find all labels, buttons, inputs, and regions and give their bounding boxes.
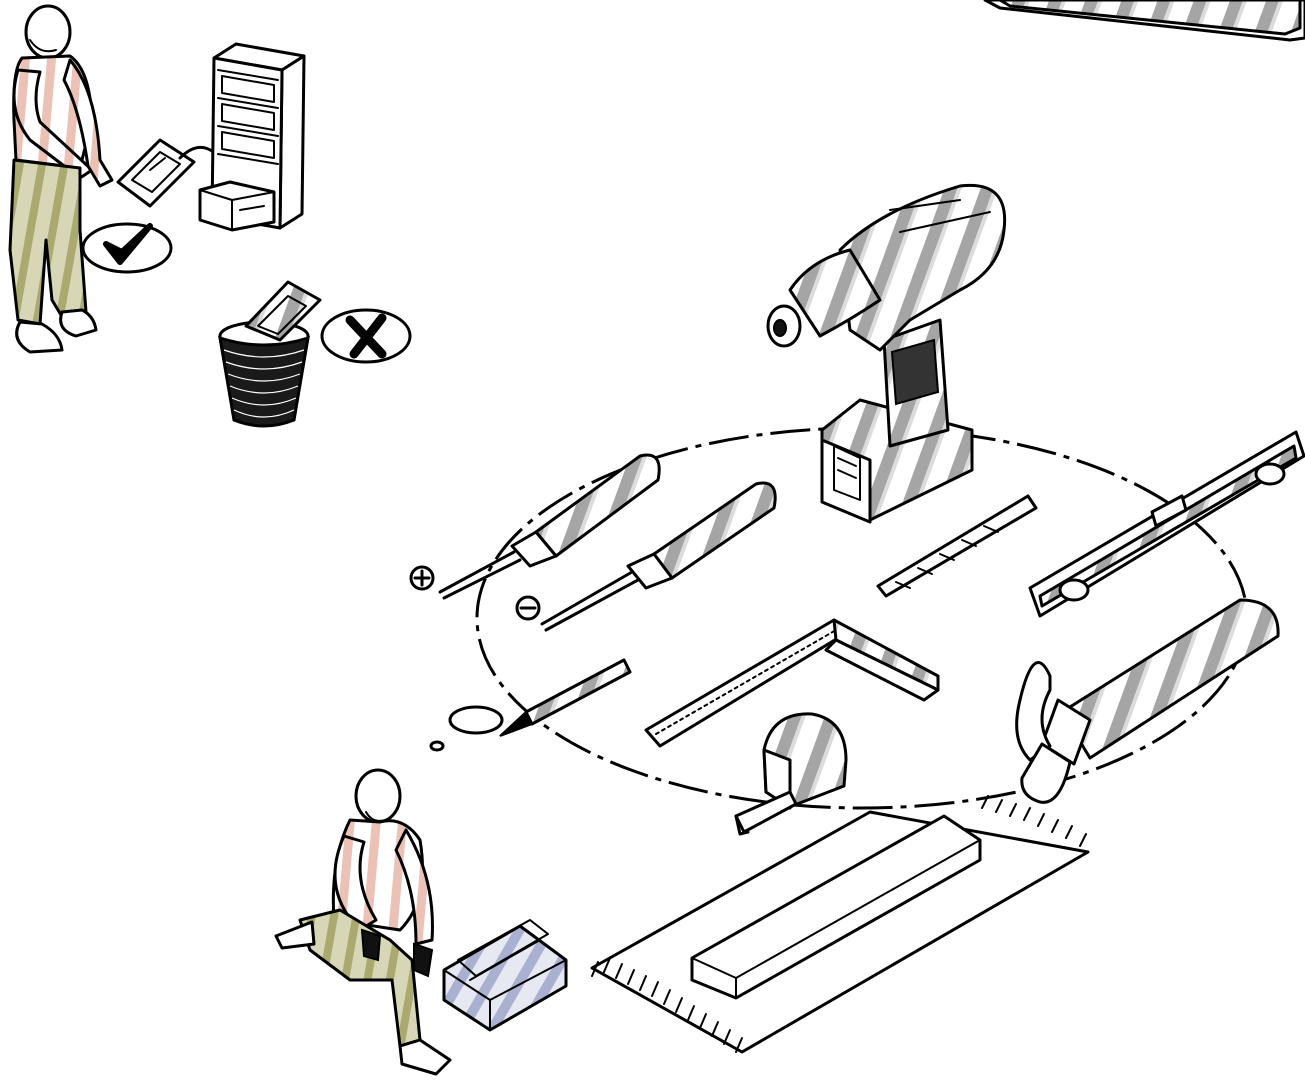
cross-mark-icon [322, 310, 410, 362]
plus-circle-icon [411, 567, 433, 589]
cordless-drill [768, 185, 1005, 522]
pencil [500, 660, 630, 736]
work-mat [592, 796, 1088, 1052]
claw-hammer [1017, 600, 1278, 802]
thought-bubble-large [450, 707, 502, 733]
check-mark-icon [83, 224, 171, 272]
thought-bubble-small [431, 742, 443, 750]
packaging-corner [985, 0, 1305, 40]
drill-bit [878, 496, 1036, 596]
standing-man-figure [10, 6, 112, 352]
wastebasket [220, 282, 320, 426]
drawer-cabinet [200, 44, 304, 230]
toolbox [444, 920, 566, 1030]
tape-measure [736, 714, 846, 834]
kneeling-man-figure [276, 770, 450, 1074]
manual-booklet [118, 140, 194, 206]
minus-circle-icon [517, 597, 539, 619]
spirit-level [1030, 432, 1304, 616]
